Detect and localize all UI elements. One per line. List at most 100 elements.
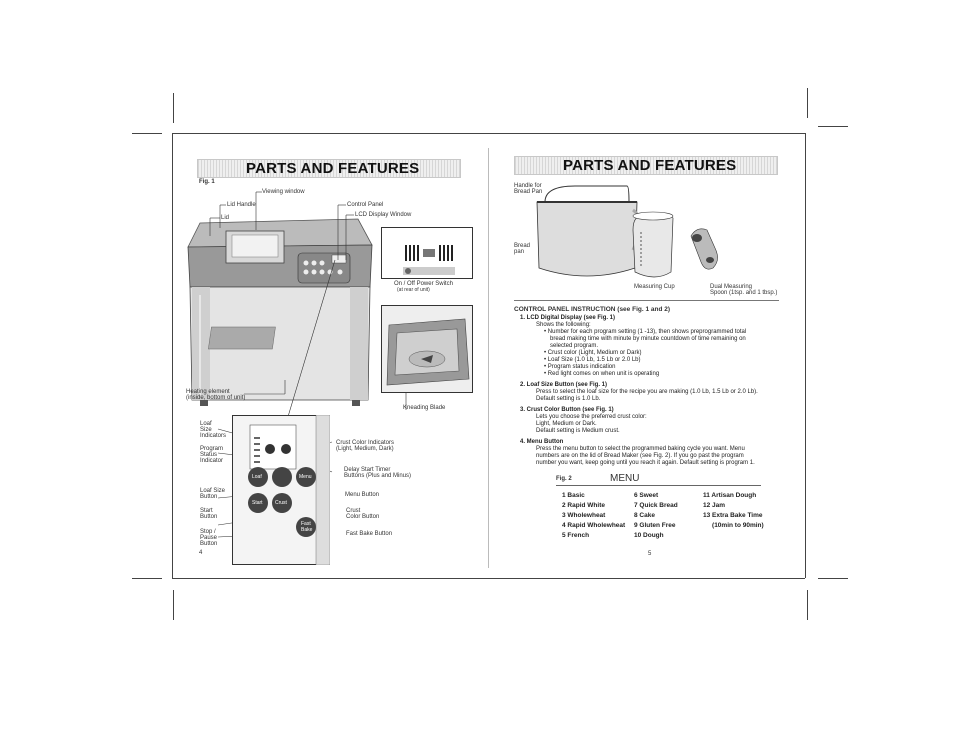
label-loaf-size-btn-2: Button	[200, 494, 218, 500]
bullet-text: Crust color (Light, Medium or Dark)	[547, 350, 642, 356]
label-program-status-3: Indicator	[200, 458, 224, 464]
instruction-line: Lets you choose the preferred crust colo…	[536, 414, 647, 420]
section-rule	[514, 300, 779, 301]
menu-column-3: 11 Artisan Dough 12 Jam 13 Extra Bake Ti…	[703, 491, 764, 531]
label-crust-button-1: Crust	[346, 508, 361, 514]
right-banner: PARTS AND FEATURES	[514, 156, 778, 175]
instruction-item: 1. LCD Digital Display (see Fig. 1) Show…	[520, 315, 790, 378]
instruction-bullet: • Program status indication	[544, 364, 616, 370]
instruction-title: 4. Menu Button	[520, 439, 564, 445]
menu-column-1: 1 Basic 2 Rapid White 3 Wholewheat 4 Rap…	[562, 491, 625, 541]
label-program-status-2: Status	[200, 452, 218, 458]
frame-top-rule	[172, 133, 805, 134]
frame-right-rule	[805, 133, 806, 578]
accessories-illustration	[536, 185, 718, 278]
menu-item: 9 Gluten Free	[634, 522, 676, 529]
instruction-line: Press the menu button to select the prog…	[536, 446, 745, 452]
label-measuring-cup: Measuring Cup	[634, 284, 675, 290]
instruction-title: 2. Loaf Size Button (see Fig. 1)	[520, 382, 608, 388]
panel-fast-label-1: Fast	[301, 521, 311, 527]
bullet-text: Loaf Size (1.0 Lb, 1.5 Lb or 2.0 Lb)	[547, 357, 641, 363]
label-heating-element: Heating element	[186, 389, 230, 395]
bullet-text: Program status indication	[547, 364, 616, 370]
panel-menu-label: Menu	[299, 474, 312, 480]
label-heating-note: (inside, bottom of unit)	[186, 395, 246, 401]
menu-item: 12 Jam	[703, 502, 726, 509]
menu-item: 4 Rapid Wholewheat	[562, 522, 626, 529]
instruction-line: number you want, keep going until you re…	[536, 460, 755, 466]
kneading-inset	[381, 305, 473, 393]
menu-item: 13 Extra Bake Time	[703, 512, 763, 519]
left-page-number: 4	[199, 550, 203, 556]
lcd-inset	[381, 227, 473, 279]
instruction-line: numbers are on the lid of Bread Maker (s…	[536, 453, 744, 459]
instruction-line: Default setting is 1.0 Lb.	[536, 396, 601, 402]
instruction-bullet: • Crust color (Light, Medium or Dark)	[544, 350, 642, 356]
instruction-line: Light, Medium or Dark.	[536, 421, 597, 427]
label-spoon-2: Spoon (1tsp. and 1 tbsp.)	[710, 290, 778, 296]
crop-mark	[807, 88, 808, 118]
control-panel-detail	[232, 415, 330, 565]
label-bread-pan-2: pan	[514, 249, 525, 255]
panel-crust-label: Crust	[275, 500, 287, 506]
label-stop-btn-2: Pause	[200, 535, 218, 541]
label-crust-indicators-2: (Light, Medium, Dark)	[336, 446, 394, 452]
instruction-bullet-cont: bread making time with minute by minute …	[550, 336, 746, 342]
instruction-item: 4. Menu Button Press the menu button to …	[520, 439, 790, 467]
label-lid: Lid	[221, 215, 230, 221]
right-banner-title: PARTS AND FEATURES	[563, 157, 737, 174]
menu-item: 8 Cake	[634, 512, 655, 519]
instruction-title: 3. Crust Color Button (see Fig. 1)	[520, 407, 614, 413]
bread-maker-illustration	[187, 218, 373, 406]
panel-start-label: Start	[252, 500, 263, 506]
panel-fast-label-2: Bake	[301, 527, 313, 533]
instruction-bullet: • Loaf Size (1.0 Lb, 1.5 Lb or 2.0 Lb)	[544, 357, 641, 363]
menu-column-2: 6 Sweet 7 Quick Bread 8 Cake 9 Gluten Fr…	[634, 491, 678, 541]
frame-left-rule	[172, 133, 173, 578]
label-stop-btn-1: Stop /	[200, 529, 216, 535]
fig2-label: Fig. 2	[556, 476, 572, 482]
frame-bottom-rule	[172, 578, 805, 579]
bullet-text: Number for each program setting (1 -13),…	[547, 329, 747, 335]
label-stop-btn-3: Button	[200, 541, 218, 547]
label-control-panel: Control Panel	[347, 202, 384, 208]
label-program-status-1: Program	[200, 446, 224, 452]
menu-item: 6 Sweet	[634, 492, 659, 499]
label-viewing-window: Viewing window	[262, 189, 305, 195]
label-fast-bake: Fast Bake Button	[346, 531, 393, 537]
label-loaf-size-ind-2: Size	[200, 427, 212, 433]
menu-title: MENU	[610, 473, 640, 484]
left-banner-title: PARTS AND FEATURES	[246, 160, 420, 177]
instruction-list: 1. LCD Digital Display (see Fig. 1) Show…	[520, 315, 790, 467]
instruction-bullet: • Red light comes on when unit is operat…	[544, 371, 660, 377]
instruction-line: Default setting is Medium crust.	[536, 428, 620, 434]
page-divider	[488, 148, 489, 568]
label-loaf-size-ind-3: Indicators	[200, 433, 227, 439]
menu-item: 1 Basic	[562, 492, 585, 499]
menu-item: 3 Wholewheat	[562, 512, 606, 519]
label-crust-indicators-1: Crust Color Indicators	[336, 440, 395, 446]
instruction-item: 2. Loaf Size Button (see Fig. 1) Press t…	[520, 382, 790, 403]
label-lid-handle: Lid Handle	[227, 202, 256, 208]
menu-item: 5 French	[562, 532, 590, 539]
instruction-line: Press to select the loaf size for the re…	[536, 389, 758, 395]
instruction-title: 1. LCD Digital Display (see Fig. 1)	[520, 315, 616, 321]
label-kneading-blade: Kneading Blade	[403, 405, 446, 411]
menu-rule	[556, 485, 761, 486]
fig1-label: Fig. 1	[199, 179, 215, 185]
menu-item: (10min to 90min)	[703, 522, 764, 529]
crop-mark	[132, 578, 162, 579]
left-banner: PARTS AND FEATURES	[197, 159, 461, 178]
crop-mark	[173, 590, 174, 620]
label-delay-timer-1: Delay Start Timer	[344, 467, 391, 473]
label-delay-timer-2: Buttons (Plus and Minus)	[344, 473, 412, 479]
label-spoon-1: Dual Measuring	[710, 284, 753, 290]
crop-mark	[818, 578, 848, 579]
label-start-btn-1: Start	[200, 508, 213, 514]
menu-item: 2 Rapid White	[562, 502, 605, 509]
instruction-bullet-cont: selected program.	[550, 343, 599, 349]
instruction-item: 3. Crust Color Button (see Fig. 1) Lets …	[520, 407, 790, 435]
label-handle-1: Handle for	[514, 183, 542, 189]
label-power-switch: On / Off Power Switch	[394, 281, 453, 287]
label-loaf-size-btn-1: Loaf Size	[200, 488, 226, 494]
